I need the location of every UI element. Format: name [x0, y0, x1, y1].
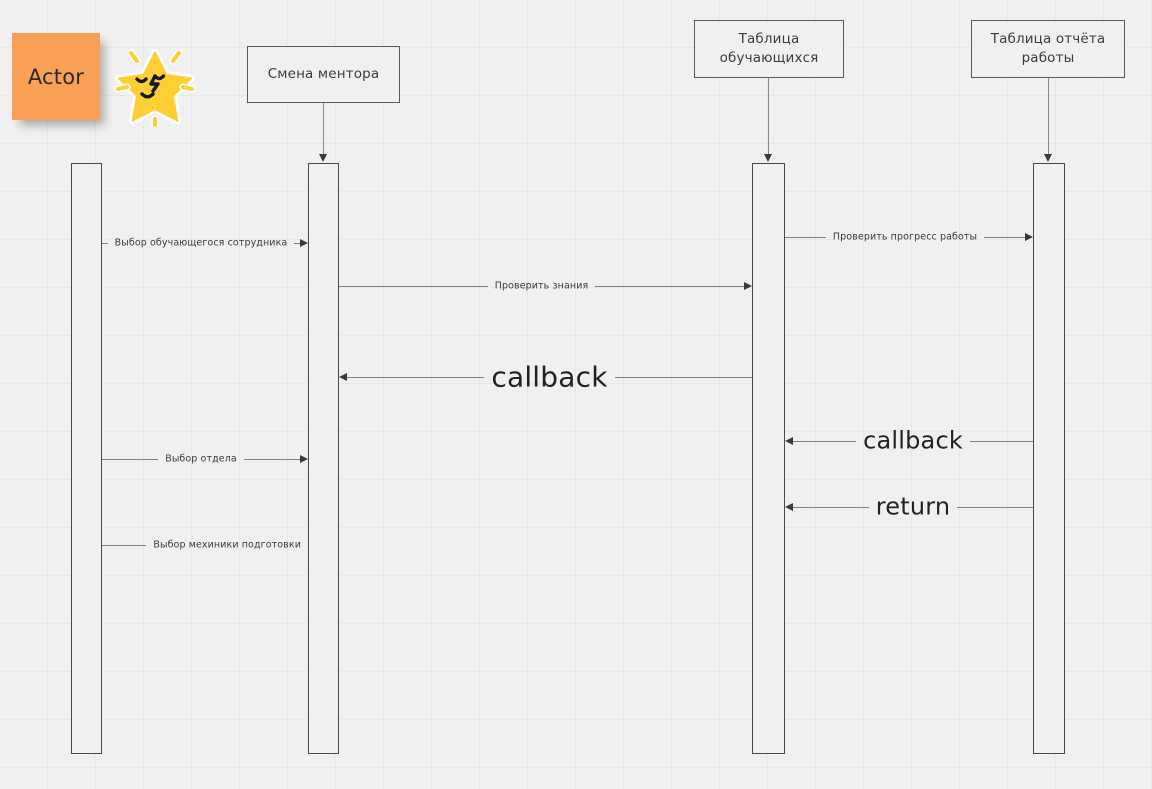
participant-box-smena-mentora[interactable]: Смена ментора: [247, 46, 400, 103]
actor-label: Actor: [27, 64, 85, 89]
actor-sticky-note[interactable]: Actor: [12, 33, 100, 120]
message-line: [102, 242, 108, 244]
message-label: callback: [863, 426, 963, 455]
lifeline-arrowhead-smena-mentora: [319, 154, 327, 162]
arrow-head-right-icon: [1025, 233, 1034, 241]
message-line: [785, 236, 826, 238]
message-line: [102, 458, 159, 460]
message-label: Выбор мехиники подготовки: [153, 539, 301, 550]
lifeline-connector-smena-mentora: [323, 103, 324, 155]
message-label: Проверить прогресс работы: [832, 231, 978, 242]
participant-label: Смена ментора: [267, 65, 380, 82]
message-line: [294, 242, 300, 244]
activation-bar-tablica-obuchayushchihsya[interactable]: [752, 163, 785, 754]
activation-bar-actor[interactable]: [71, 163, 102, 754]
message-line: [984, 236, 1026, 238]
lifeline-arrowhead-tablica-otchyota-raboty: [1044, 154, 1052, 162]
activation-bar-smena-mentora[interactable]: [308, 163, 339, 754]
participant-label: Таблица отчёта работы: [990, 30, 1106, 66]
arrow-head-left-icon: [339, 373, 347, 381]
activation-bar-tablica-otchyota-raboty[interactable]: [1033, 163, 1065, 754]
lifeline-arrowhead-tablica-obuchayushchihsya: [764, 154, 772, 162]
arrow-head-right-icon: [300, 239, 308, 247]
message-label: Выбор отдела: [165, 453, 237, 464]
arrow-head-right-icon: [300, 455, 308, 463]
message-label: return: [875, 492, 951, 521]
message-line: [614, 376, 753, 378]
message-label: Выбор обучающегося сотрудника: [114, 237, 288, 248]
star-emoji-sticker[interactable]: [112, 41, 198, 129]
message-line: [595, 285, 745, 287]
message-line: [969, 440, 1033, 442]
lifeline-connector-tablica-obuchayushchihsya: [768, 78, 769, 155]
message-line: [957, 506, 1033, 508]
message-line: [102, 544, 147, 546]
arrow-head-right-icon: [744, 282, 753, 290]
message-line: [793, 440, 857, 442]
star-icon: [114, 48, 196, 129]
message-line: [793, 506, 869, 508]
message-label: Проверить знания: [494, 280, 589, 291]
message-line: [339, 285, 488, 287]
participant-box-tablica-otchyota-raboty[interactable]: Таблица отчёта работы: [971, 20, 1125, 78]
message-line: [243, 458, 300, 460]
lifeline-connector-tablica-otchyota-raboty: [1048, 78, 1049, 155]
participant-label: Таблица обучающихся: [719, 30, 819, 66]
message-line: [347, 376, 485, 378]
message-label: callback: [491, 360, 608, 393]
arrow-head-left-icon: [785, 503, 793, 511]
participant-box-tablica-obuchayushchihsya[interactable]: Таблица обучающихся: [694, 20, 844, 78]
arrow-head-left-icon: [785, 437, 793, 445]
